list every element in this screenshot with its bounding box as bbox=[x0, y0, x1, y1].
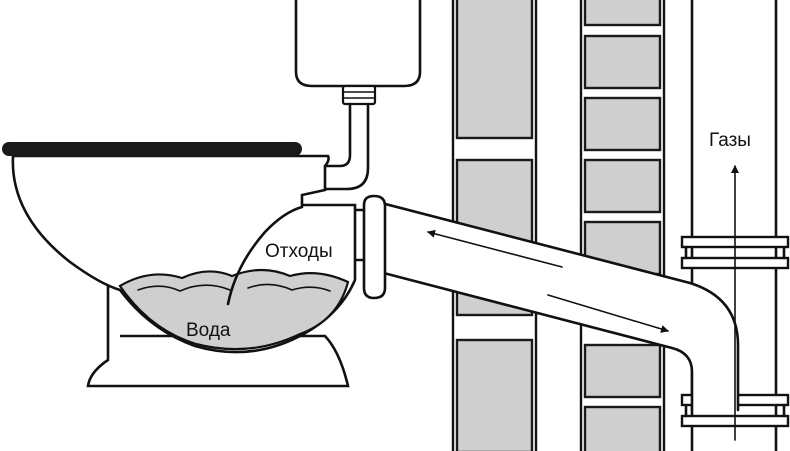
flow-arrow-forward bbox=[547, 294, 669, 333]
toilet-bowl bbox=[2, 142, 357, 354]
cistern bbox=[294, 0, 422, 191]
toilet-base bbox=[86, 282, 350, 388]
drain-pipe bbox=[353, 194, 740, 412]
gases-label: Газы bbox=[709, 130, 751, 151]
brick-column-right bbox=[579, 0, 666, 451]
water-label: Вода bbox=[186, 320, 231, 341]
flow-arrow-back bbox=[427, 229, 563, 268]
waste-label: Отходы bbox=[265, 241, 333, 262]
toilet-seat bbox=[2, 142, 302, 156]
